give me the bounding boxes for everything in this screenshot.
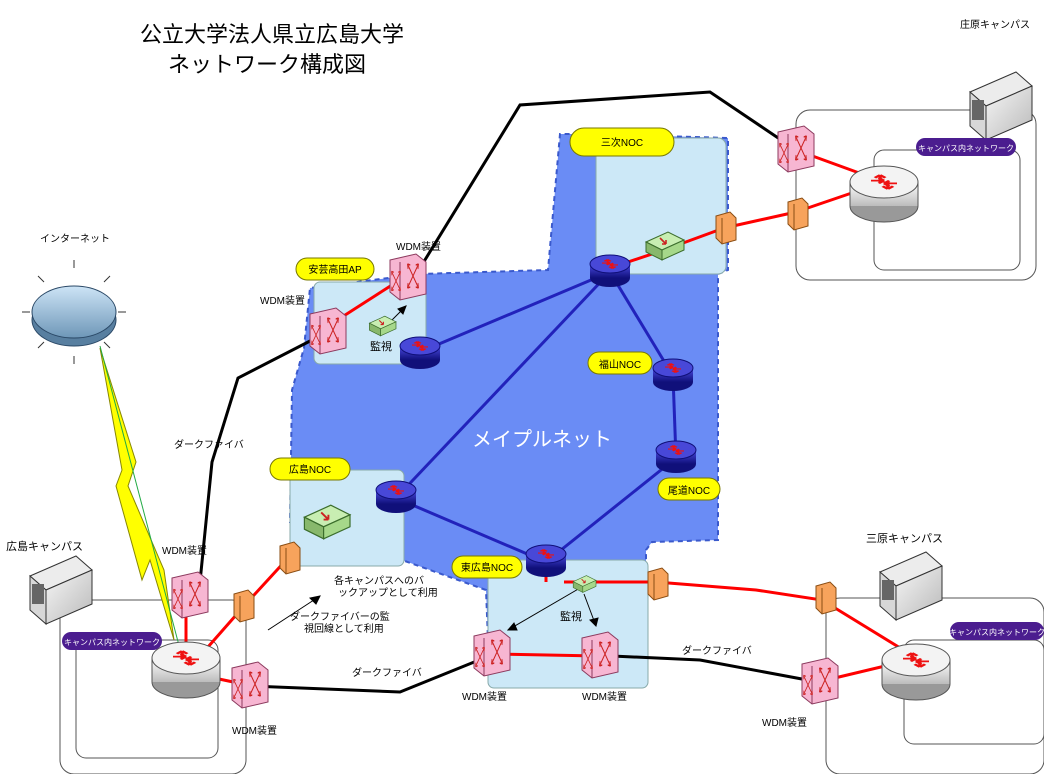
campus-label-hiroshima: 広島キャンパス	[6, 539, 83, 553]
backup-note-line1: 各キャンパスへのバ	[334, 574, 424, 587]
noc-tag-fukuyama: 福山NOC	[587, 351, 653, 375]
noc-tag-onomichi: 尾道NOC	[657, 477, 721, 501]
wdm-switch-icon	[777, 125, 815, 173]
page-title-line2: ネットワーク構成図	[168, 52, 366, 77]
internet-label: インターネット	[40, 233, 110, 245]
wdm-switch-icon	[231, 661, 269, 709]
noc-tag-miyoshi: 三次NOC	[569, 127, 675, 157]
monitor-switch-icon	[303, 504, 352, 540]
wdm-switch-icon	[581, 631, 619, 679]
noc-box-higashihiroshima	[487, 559, 649, 689]
noc-tag-akitakata: 安芸高田AP	[295, 257, 375, 281]
noc-label-higashihiroshima: 東広島NOC	[461, 561, 513, 574]
page-title-line1: 公立大学法人県立広島大学	[140, 22, 404, 47]
wdm-switch-icon	[473, 629, 511, 677]
wdm-label: WDM装置	[232, 724, 277, 737]
monitor-label: 監視	[560, 609, 582, 623]
noc-label-hiroshima: 広島NOC	[289, 463, 331, 476]
router-icon	[525, 544, 567, 577]
server-icon	[29, 555, 93, 626]
dark-fiber-label: ダークファイバ	[682, 644, 752, 657]
internet-link	[99, 345, 187, 673]
dark-fiber-links	[198, 90, 819, 694]
noc-label-onomichi: 尾道NOC	[668, 484, 710, 497]
router-icon	[652, 358, 694, 391]
monitor-label: 監視	[370, 339, 392, 353]
router-icon	[655, 440, 697, 473]
wdm-switch-icon	[171, 571, 209, 619]
campus-net-tag: キャンパス内ネットワーク	[916, 138, 1016, 156]
noc-tag-hiroshima: 広島NOC	[269, 457, 351, 481]
campus-net-label: キャンパス内ネットワーク	[949, 627, 1044, 637]
campus-net-tag: キャンパス内ネットワーク	[949, 622, 1044, 640]
wdm-switch-icon	[389, 253, 427, 301]
campus-net-tag: キャンパス内ネットワーク	[62, 632, 162, 650]
router-icon	[849, 165, 919, 223]
campus-label-mihara: 三原キャンパス	[866, 532, 943, 545]
monitor-switch-icon	[572, 575, 597, 593]
converter-icon	[233, 197, 837, 623]
router-icon	[881, 643, 951, 701]
wdm-label: WDM装置	[582, 690, 627, 703]
dark-fiber-label: ダークファイバ	[174, 438, 244, 451]
monitor-note-line2: 視回線として利用	[304, 622, 384, 635]
noc-tag-higashihiroshima: 東広島NOC	[451, 555, 523, 579]
wdm-label: WDM装置	[162, 544, 207, 557]
router-icon	[589, 254, 631, 287]
campus-net-label: キャンパス内ネットワーク	[64, 637, 160, 647]
noc-label-miyoshi: 三次NOC	[601, 136, 643, 149]
noc-label-akitakata: 安芸高田AP	[308, 263, 362, 276]
cloud-icon	[22, 260, 126, 364]
monitor-switch-icon	[644, 231, 686, 261]
router-icon	[399, 336, 441, 369]
router-icon	[375, 480, 417, 513]
wdm-switch-icon	[309, 307, 347, 355]
wdm-label: WDM装置	[762, 716, 807, 729]
maple-network-label: メイプルネット	[472, 429, 612, 451]
campus-net-label: キャンパス内ネットワーク	[918, 143, 1014, 153]
noc-label-fukuyama: 福山NOC	[599, 358, 641, 371]
router-icon	[151, 641, 221, 699]
monitor-arrows	[267, 305, 599, 631]
lightning-icon	[99, 347, 175, 641]
campus-box-shobara	[795, 109, 1037, 281]
wdm-switch-icon	[801, 657, 839, 705]
monitor-note-line1: ダークファイバーの監	[290, 610, 390, 623]
backup-note-line2: ックアップとして利用	[338, 587, 438, 599]
wdm-label: WDM装置	[462, 690, 507, 703]
server-icon	[879, 551, 943, 622]
server-icon	[969, 71, 1033, 142]
monitor-switch-icon	[368, 315, 397, 337]
campus-label-shobara: 庄原キャンパス	[960, 18, 1030, 31]
wdm-label: WDM装置	[396, 240, 441, 253]
dark-fiber-label: ダークファイバ	[352, 666, 422, 679]
wdm-label: WDM装置	[260, 294, 305, 307]
